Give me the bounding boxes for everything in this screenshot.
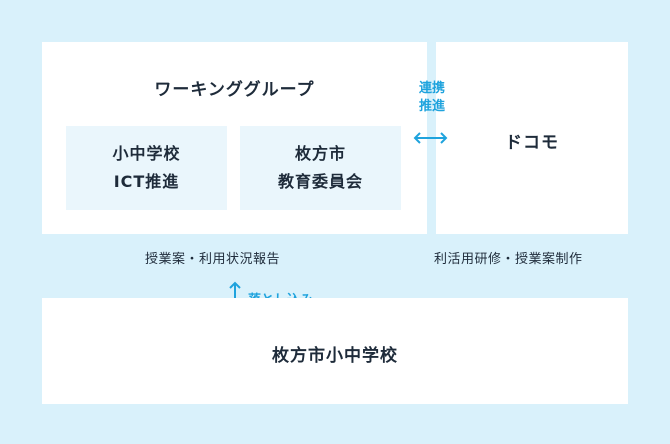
schools-box: 枚方市小中学校 — [42, 298, 628, 404]
caption-left: 授業案・利用状況報告 — [145, 252, 281, 267]
link-label-line: 推進 — [418, 99, 445, 114]
member-box-board-of-education: 枚方市 教育委員会 — [240, 126, 401, 210]
working-group-title: ワーキンググループ — [154, 80, 315, 100]
member-box-schools-ict: 小中学校 ICT推進 — [66, 126, 227, 210]
schools-title: 枚方市小中学校 — [272, 346, 398, 366]
working-group-box: ワーキンググループ 小中学校 ICT推進 枚方市 教育委員会 — [42, 42, 427, 234]
docomo-title: ドコモ — [505, 133, 559, 153]
member-line: ICT推進 — [113, 172, 180, 191]
caption-right: 利活用研修・授業案制作 — [434, 252, 583, 267]
link-label: 連携 推進 — [414, 80, 450, 116]
link-label-line: 連携 — [418, 81, 445, 96]
member-line: 枚方市 — [294, 144, 346, 163]
member-line: 小中学校 — [112, 144, 181, 163]
docomo-box: ドコモ — [436, 42, 628, 234]
member-line: 教育委員会 — [277, 172, 363, 191]
link-double-arrow-icon — [413, 132, 448, 144]
